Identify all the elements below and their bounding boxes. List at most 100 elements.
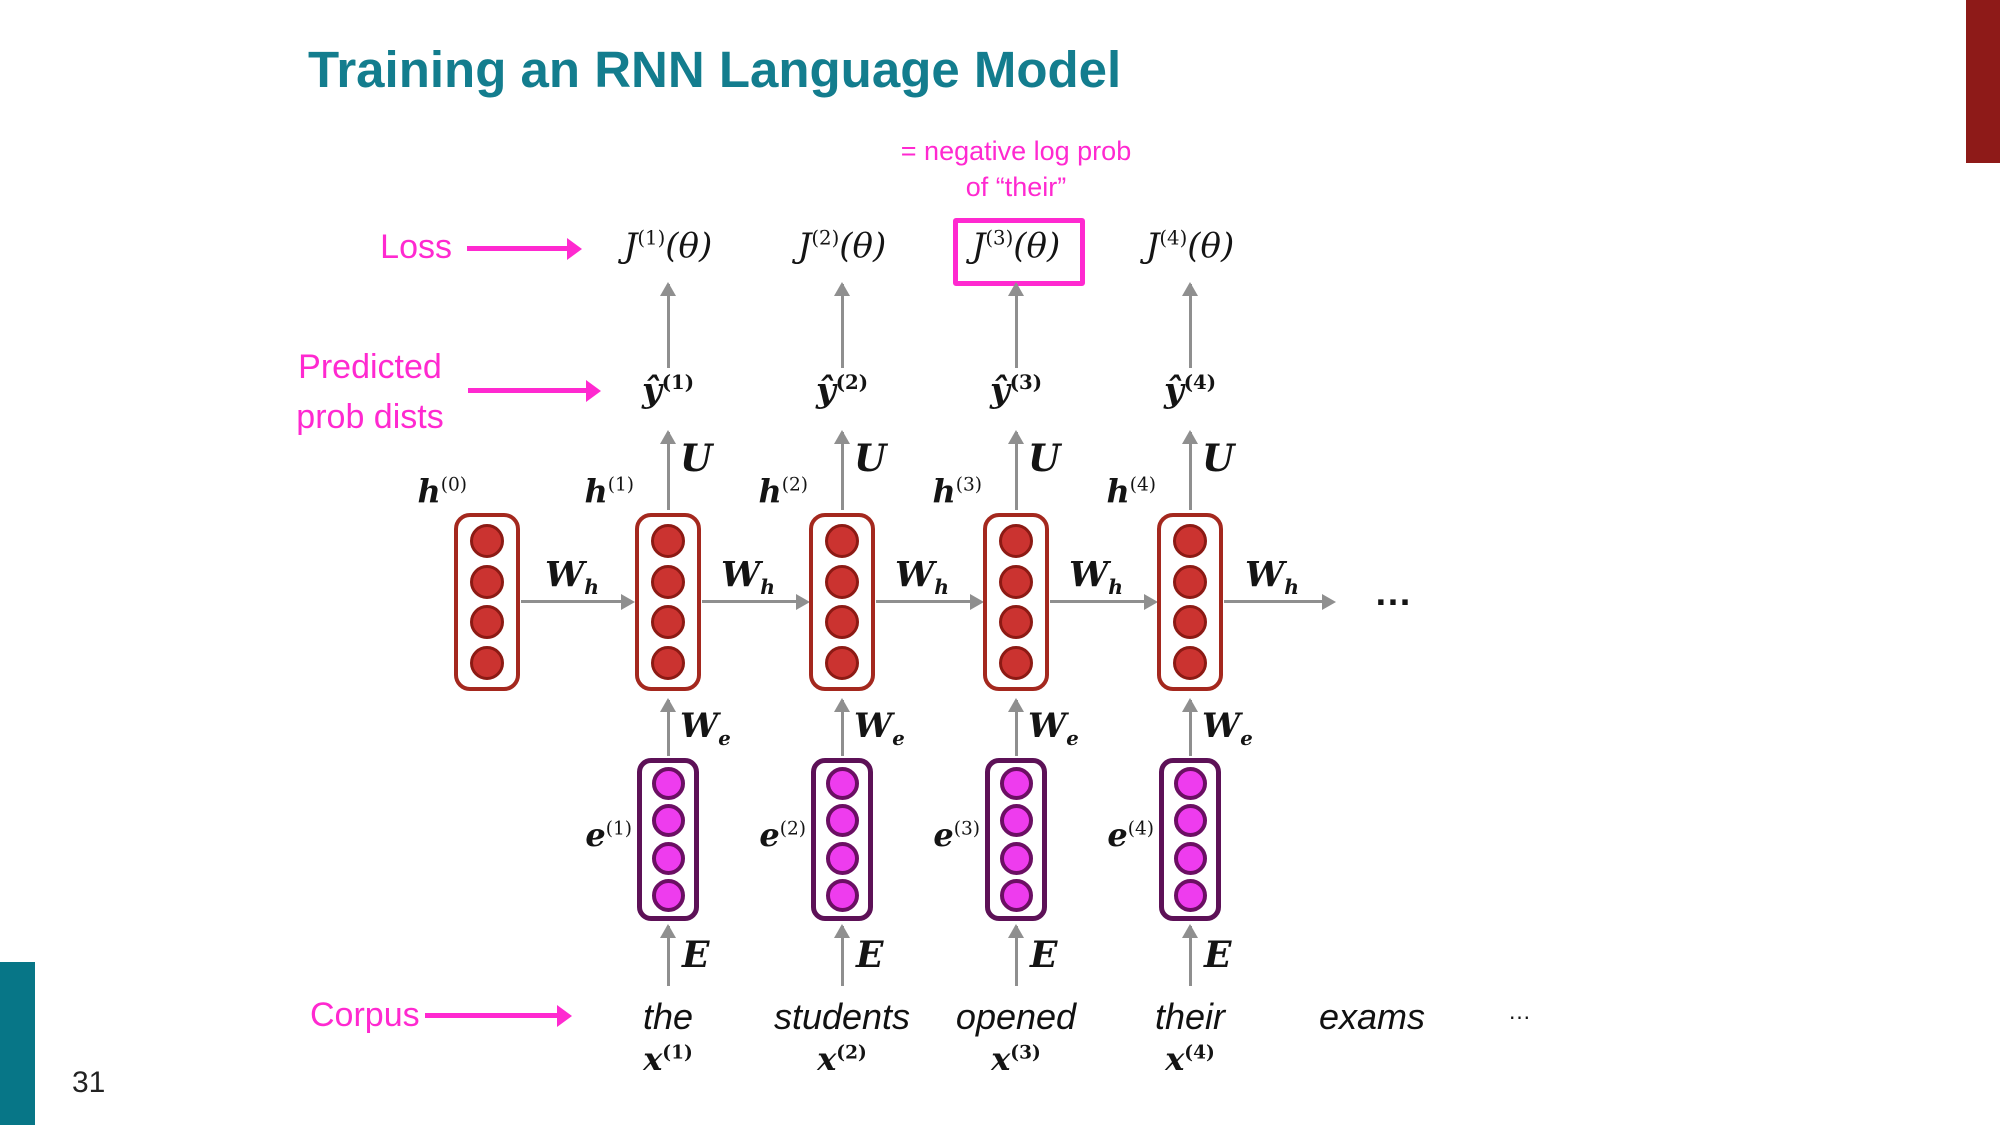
- loss-annotation-line2: of “their”: [965, 172, 1067, 202]
- predicted-dist-label: ŷ(3): [989, 370, 1043, 411]
- loss-pointer-arrow: [467, 237, 582, 260]
- loss-arrow: [660, 282, 676, 368]
- wh-recurrent-arrow: [702, 593, 810, 610]
- corpus-word: students: [773, 996, 911, 1037]
- we-projection-arrow: [834, 698, 850, 756]
- input-token-label: x(1): [643, 1040, 693, 1078]
- neuron-dot: [470, 564, 504, 599]
- embedding-dot: [1173, 841, 1207, 875]
- embedding-dot: [999, 767, 1033, 801]
- embedding-lookup-arrow: [1008, 924, 1024, 986]
- neuron-dot: [825, 523, 859, 558]
- corpus-word: the: [642, 996, 694, 1037]
- word-embedding-vector: [1159, 758, 1221, 921]
- u-weight-label: U: [1202, 436, 1235, 480]
- corpus-continuation-ellipsis: …: [1508, 998, 1532, 1024]
- wh-recurrent-arrow: [1224, 593, 1336, 610]
- we-weight-label: We: [1202, 706, 1253, 750]
- wh-weight-label: Wh: [894, 554, 950, 599]
- embedding-lookup-arrow: [834, 924, 850, 986]
- embedding-dot: [1173, 767, 1207, 801]
- input-token-label: x(4): [1165, 1040, 1215, 1078]
- neuron-dot: [470, 523, 504, 558]
- embedding-dot: [825, 841, 859, 875]
- loss-annotation-line1: = negative log prob: [900, 136, 1132, 166]
- wh-weight-label: Wh: [1244, 554, 1300, 599]
- hidden-state-vector: [809, 513, 875, 691]
- loss-term: J(3)(θ): [971, 226, 1061, 266]
- we-weight-label: We: [854, 706, 905, 750]
- embedding-dot: [825, 767, 859, 801]
- embedding-dot: [651, 878, 685, 912]
- neuron-dot: [470, 605, 504, 640]
- embedding-dot: [825, 804, 859, 838]
- bottom-left-accent-bar: [0, 962, 35, 1125]
- neuron-dot: [470, 646, 504, 681]
- corpus-word: exams: [1318, 996, 1426, 1037]
- embedding-dot: [1173, 804, 1207, 838]
- wh-weight-label: Wh: [544, 554, 600, 599]
- we-weight-label: We: [1028, 706, 1079, 750]
- u-projection-arrow: [1182, 430, 1198, 510]
- page-number: 31: [72, 1066, 106, 1099]
- input-token-label: x(2): [817, 1040, 867, 1078]
- wh-recurrent-arrow: [521, 593, 635, 610]
- we-projection-arrow: [1182, 698, 1198, 756]
- hidden-state-vector: [983, 513, 1049, 691]
- neuron-dot: [999, 564, 1033, 599]
- word-embedding-vector: [637, 758, 699, 921]
- neuron-dot: [651, 605, 685, 640]
- embedding-matrix-label: E: [1204, 934, 1232, 976]
- neuron-dot: [999, 646, 1033, 681]
- neuron-dot: [825, 564, 859, 599]
- embedding-dot: [1173, 878, 1207, 912]
- hidden-state-vector: [635, 513, 701, 691]
- neuron-dot: [825, 646, 859, 681]
- embedding-dot: [651, 841, 685, 875]
- loss-term: J(2)(θ): [797, 226, 887, 266]
- embedding-matrix-label: E: [856, 934, 884, 976]
- neuron-dot: [1173, 646, 1207, 681]
- embedding-matrix-label: E: [682, 934, 710, 976]
- top-right-accent-bar: [1966, 0, 2000, 163]
- hidden-state-vector: [454, 513, 520, 691]
- neuron-dot: [1173, 605, 1207, 640]
- hidden-state-label: h(0): [417, 472, 467, 510]
- word-embedding-vector: [985, 758, 1047, 921]
- neuron-dot: [1173, 564, 1207, 599]
- predicted-row-label-line2: prob dists: [296, 398, 444, 436]
- neuron-dot: [651, 523, 685, 558]
- corpus-pointer-arrow: [425, 1004, 572, 1027]
- predicted-row-label-line1: Predicted: [298, 348, 442, 386]
- hidden-state-label: h(3): [932, 472, 982, 510]
- neuron-dot: [1173, 523, 1207, 558]
- hidden-state-label: h(2): [758, 472, 808, 510]
- corpus-word: opened: [955, 996, 1077, 1037]
- hidden-state-label: h(1): [584, 472, 634, 510]
- wh-recurrent-arrow: [876, 593, 984, 610]
- embedding-label: e(4): [1107, 816, 1154, 854]
- we-projection-arrow: [1008, 698, 1024, 756]
- hidden-continuation-ellipsis: …: [1374, 572, 1414, 614]
- predicted-dist-label: ŷ(4): [1163, 370, 1217, 411]
- loss-row-label: Loss: [380, 228, 452, 266]
- hidden-state-label: h(4): [1106, 472, 1156, 510]
- input-token-label: x(3): [991, 1040, 1041, 1078]
- loss-arrow: [1008, 282, 1024, 368]
- embedding-matrix-label: E: [1030, 934, 1058, 976]
- embedding-dot: [825, 878, 859, 912]
- we-projection-arrow: [660, 698, 676, 756]
- wh-weight-label: Wh: [720, 554, 776, 599]
- u-projection-arrow: [834, 430, 850, 510]
- loss-arrow: [834, 282, 850, 368]
- embedding-dot: [999, 841, 1033, 875]
- loss-term: J(1)(θ): [623, 226, 713, 266]
- loss-arrow: [1182, 282, 1198, 368]
- word-embedding-vector: [811, 758, 873, 921]
- neuron-dot: [651, 564, 685, 599]
- corpus-word: their: [1154, 996, 1226, 1037]
- neuron-dot: [825, 605, 859, 640]
- embedding-label: e(1): [585, 816, 632, 854]
- embedding-label: e(2): [759, 816, 806, 854]
